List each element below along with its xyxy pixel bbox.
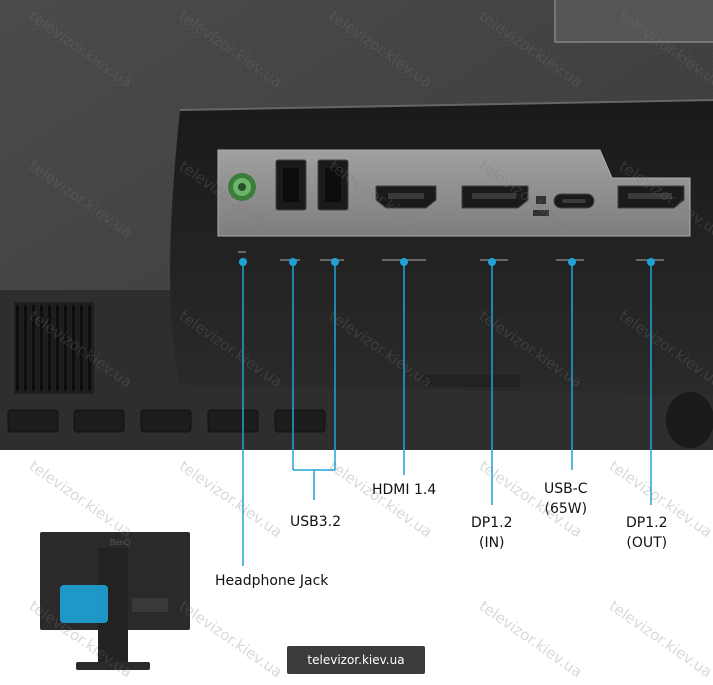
label-dp-out: DP1.2 (OUT) bbox=[626, 513, 668, 553]
label-dp-in-line1: DP1.2 bbox=[471, 515, 513, 531]
usb-port-2 bbox=[317, 159, 349, 211]
label-dp-out-line2: (OUT) bbox=[626, 535, 668, 551]
monitor-thumbnail bbox=[40, 532, 190, 670]
label-headphone-jack: Headphone Jack bbox=[215, 573, 329, 589]
brand-logo: BenQ bbox=[110, 538, 131, 547]
label-usb: USB3.2 bbox=[290, 514, 342, 530]
vent-grille bbox=[14, 302, 94, 394]
bottom-ribs bbox=[7, 409, 326, 433]
usb-c-port bbox=[553, 193, 595, 209]
headphone-jack-port bbox=[228, 173, 256, 201]
port-bay bbox=[170, 100, 713, 395]
label-usb-c-line2: (65W) bbox=[544, 501, 588, 517]
label-usb-c-line1: USB-C bbox=[544, 481, 588, 497]
label-hdmi: HDMI 1.4 bbox=[372, 482, 437, 498]
dp-out-port bbox=[617, 185, 685, 209]
callout-dots bbox=[239, 258, 655, 266]
label-usb-c: USB-C (65W) bbox=[544, 479, 588, 519]
label-dp-out-line1: DP1.2 bbox=[626, 515, 668, 531]
label-dp-in: DP1.2 (IN) bbox=[471, 513, 513, 553]
usb-port-1 bbox=[275, 159, 307, 211]
dp-in-port bbox=[461, 185, 529, 209]
hdmi-port bbox=[375, 185, 437, 209]
site-badge: televizor.kiev.ua bbox=[287, 646, 425, 674]
callout-lines bbox=[242, 262, 652, 566]
label-dp-in-line2: (IN) bbox=[478, 535, 505, 551]
